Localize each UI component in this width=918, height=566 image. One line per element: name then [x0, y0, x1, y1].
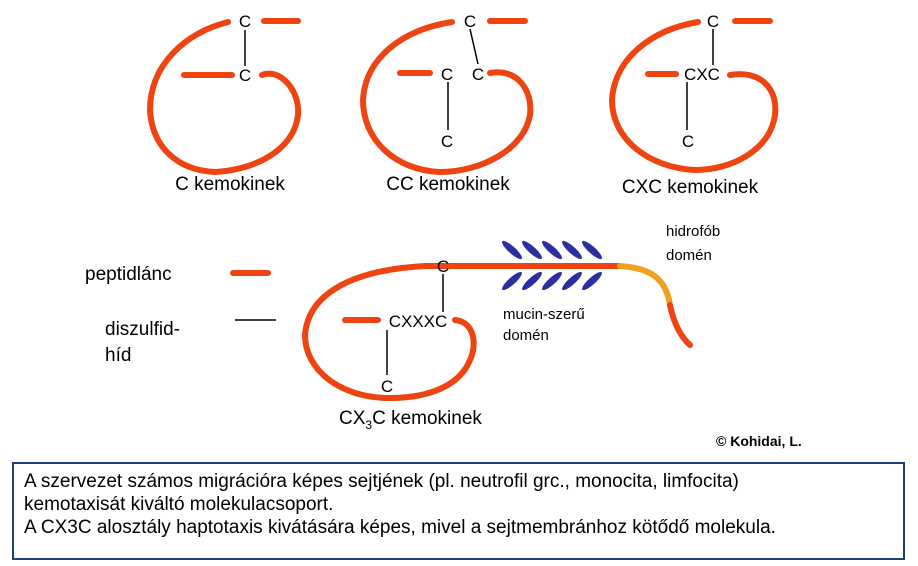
cx3c-label-prefix: CX	[339, 408, 366, 429]
cx3c-chemokine-label: CX3C kemokinek	[339, 408, 482, 432]
cx3c-hydrophobic-domain	[617, 263, 673, 308]
legend-disulfide-label-2: híd	[105, 345, 131, 366]
mucin-domain-label-1: mucin-szerű	[503, 306, 585, 323]
c-chemokine-structure: C C C kemokinek	[146, 12, 302, 195]
caption-box: A szervezet számos migrációra képes sejt…	[12, 462, 905, 560]
cc-chemokine-atom-right: C	[472, 65, 484, 84]
c-chemokine-atom-top: C	[239, 12, 251, 31]
cxc-chemokine-atom-bottom: C	[682, 132, 694, 151]
mucin-glycan-upper-5	[582, 240, 602, 260]
mucin-glycan-lower-4	[562, 271, 582, 291]
caption-line-3: A CX3C alosztály haptotaxis kivátására k…	[24, 517, 776, 538]
cc-chemokine-disulfide-bond-2	[469, 28, 479, 65]
caption-line-2: kemotaxisát kiváltó molekulacsoport.	[24, 494, 334, 515]
cx3c-label-subscript: 3	[365, 418, 372, 432]
c-chemokine-label: C kemokinek	[175, 174, 285, 195]
mucin-glycan-upper-4	[562, 240, 582, 260]
mucin-glycan-upper-3	[542, 240, 562, 260]
mucin-glycan-upper-1	[502, 240, 522, 260]
cx3c-center: CXXXC	[389, 312, 448, 331]
mucin-glycan-lower-5	[582, 271, 602, 291]
hydrophobic-domain-label-2: domén	[666, 247, 712, 264]
cc-chemokine-label: CC kemokinek	[386, 174, 510, 195]
credit-text: © Kohidai, L.	[716, 433, 802, 449]
cxc-chemokine-atom-top: C	[707, 12, 719, 31]
cx3c-label-suffix: C kemokinek	[372, 408, 482, 429]
cc-chemokine-atom-bottom: C	[441, 132, 453, 151]
c-chemokine-atom-bottom: C	[239, 66, 251, 85]
cc-chemokine-atom-left: C	[441, 65, 453, 84]
legend: peptidlánc diszulfid- híd	[85, 264, 276, 366]
mucin-glycan-lower-2	[522, 271, 542, 291]
cxc-chemokine-label: CXC kemokinek	[622, 177, 759, 198]
mucin-glycan-lower-1	[502, 271, 522, 291]
cx3c-chemokine-peptide-chain	[301, 263, 623, 402]
legend-peptide-chain-label: peptidlánc	[85, 264, 172, 285]
hydrophobic-domain-label-1: hidrofób	[666, 223, 720, 240]
c-chemokine-peptide-chain	[146, 19, 302, 176]
cc-chemokine-atom-top: C	[464, 12, 476, 31]
mucin-glycan-upper-2	[522, 240, 542, 260]
mucin-glycan-lower-3	[542, 271, 562, 291]
caption-line-1: A szervezet számos migrációra képes sejt…	[24, 471, 739, 492]
cxc-chemokine-center: CXC	[684, 65, 720, 84]
cxc-chemokine-peptide-chain	[608, 19, 779, 174]
mucin-domain-label-2: domén	[503, 327, 549, 344]
cx3c-atom-bottom: C	[381, 377, 393, 396]
cc-chemokine-structure: C C C C CC kemokinek	[359, 12, 534, 195]
cx3c-chemokine-structure: C CXXXC C mucin-szerű domén hidrofób dom…	[301, 223, 720, 432]
legend-disulfide-label-1: diszulfid-	[105, 319, 180, 340]
cc-chemokine-peptide-chain	[359, 19, 534, 176]
mucin-glycosylation-marks	[502, 240, 602, 291]
cxc-chemokine-structure: C CXC C CXC kemokinek	[608, 12, 779, 198]
cx3c-membrane-anchor-tail	[667, 302, 693, 348]
cx3c-atom-top: C	[437, 257, 449, 276]
